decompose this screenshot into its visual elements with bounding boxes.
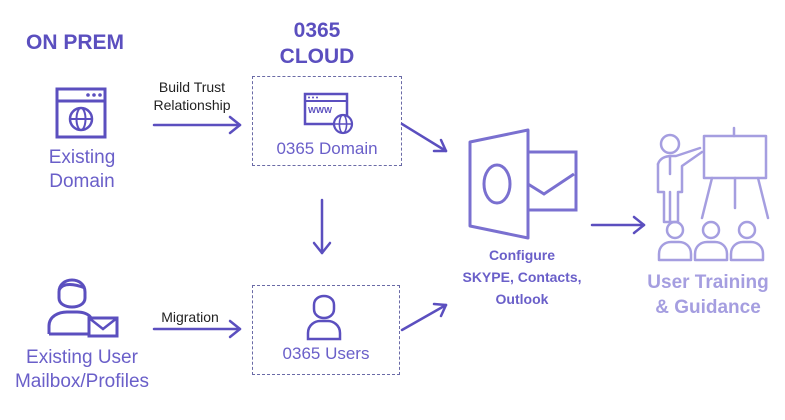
svg-text:WWW: WWW	[308, 105, 333, 115]
configure-label: Configure SKYPE, Contacts, Outlook	[440, 244, 604, 310]
on-prem-header: ON PREM	[26, 31, 125, 54]
migration-label: Migration	[161, 309, 219, 325]
outlook-icon	[468, 128, 578, 240]
cloud-domain-label: 0365 Domain	[276, 139, 378, 158]
user-icon	[306, 294, 342, 341]
build-trust-line2: Relationship	[153, 97, 231, 113]
cloud-header-line2: CLOUD	[279, 45, 355, 68]
existing-domain-line2: Domain	[49, 171, 115, 192]
training-line2: & Guidance	[655, 297, 761, 318]
existing-user-label: Existing User Mailbox/Profiles	[0, 346, 164, 394]
build-trust-line1: Build Trust	[158, 79, 226, 95]
build-trust-label: Build Trust Relationship	[140, 78, 244, 114]
browser-globe-icon	[55, 87, 107, 139]
www-globe-icon: WWW	[303, 92, 354, 135]
cloud-users-box	[252, 285, 400, 375]
configure-line3: Outlook	[495, 291, 549, 307]
existing-user-line2: Mailbox/Profiles	[14, 371, 150, 392]
cloud-domain-box	[252, 76, 402, 166]
configure-line1: Configure	[488, 247, 556, 263]
user-mail-icon	[47, 278, 119, 338]
cloud-header: 0365 CLOUD	[262, 18, 372, 70]
existing-domain-label: Existing Domain	[20, 146, 144, 194]
training-label: User Training & Guidance	[638, 270, 778, 320]
existing-domain-line1: Existing	[48, 147, 116, 168]
cloud-header-line1: 0365	[293, 19, 341, 42]
cloud-users-label: 0365 Users	[282, 344, 370, 363]
presentation-icon	[656, 126, 770, 262]
configure-line2: SKYPE, Contacts,	[462, 269, 582, 285]
training-line1: User Training	[647, 272, 769, 293]
existing-user-line1: Existing User	[26, 347, 138, 368]
